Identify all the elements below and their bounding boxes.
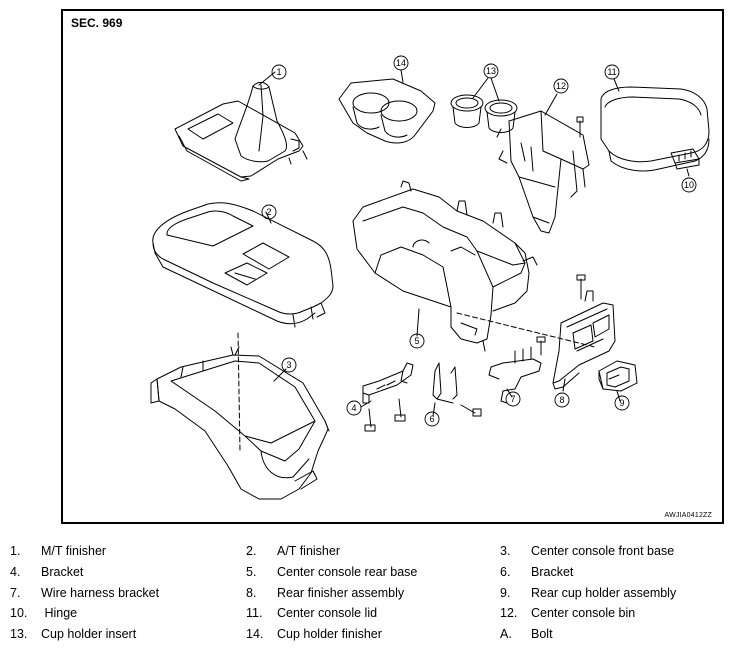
part-rear-cup-holder (598, 360, 638, 392)
legend-number: 12. (500, 606, 518, 621)
legend-text: Center console lid (277, 606, 378, 621)
part-mt-finisher (174, 81, 308, 182)
legend-number: A. (500, 627, 512, 642)
legend-number: 10. (10, 606, 28, 621)
callout-2: 2 (266, 207, 271, 217)
legend-text: Rear cup holder assembly (531, 585, 677, 600)
callout-8: 8 (559, 395, 564, 405)
callout-5: 5 (414, 336, 419, 346)
legend-row: 7. Wire harness bracket 8. Rear finisher… (10, 586, 730, 607)
legend-number: 13. (10, 627, 28, 642)
legend-number: 9. (500, 585, 511, 600)
legend-row: 13. Cup holder insert 14. Cup holder fin… (10, 627, 730, 648)
legend-number: 6. (500, 564, 511, 579)
section-label: SEC. 969 (71, 16, 123, 30)
callout-3: 3 (286, 360, 291, 370)
part-rear-finisher (552, 290, 616, 390)
part-cup-holder-inserts (450, 94, 518, 133)
legend-text: Cup holder insert (41, 627, 137, 642)
legend-row: 4. Bracket 5. Center console rear base 6… (10, 565, 730, 586)
legend-number: 7. (10, 585, 21, 600)
legend-text: Center console rear base (277, 564, 418, 579)
legend-row: 1. M/T finisher 2. A/T finisher 3. Cente… (10, 544, 730, 565)
callout-6: 6 (429, 414, 434, 424)
part-cup-holder-finisher (338, 78, 436, 144)
callout-1: 1 (276, 67, 281, 77)
callout-12: 12 (556, 81, 566, 91)
part-console-bin (496, 110, 590, 234)
bolt-a-front (536, 336, 546, 356)
part-wire-harness-bracket (488, 346, 542, 404)
legend-text: Rear finisher assembly (277, 585, 405, 600)
bolts-bracket-4 (364, 398, 406, 432)
legend-text: Center console bin (531, 606, 636, 621)
callout-4: 4 (351, 403, 356, 413)
callout-markers (261, 55, 697, 427)
legend-number: 8. (246, 585, 257, 600)
callout-10: 10 (684, 180, 694, 190)
legend-text: Hinge (41, 606, 78, 621)
part-at-finisher (152, 202, 334, 328)
part-rear-base (352, 180, 538, 352)
legend-number: 4. (10, 564, 21, 579)
callout-9: 9 (619, 398, 624, 408)
part-bracket-4 (362, 362, 414, 404)
legend-number: 14. (246, 627, 264, 642)
bolt-a-bin (576, 116, 584, 138)
legend-number: 5. (246, 564, 257, 579)
diagram-art: 1 2 3 4 5 6 7 8 9 10 11 12 13 14 (150, 55, 710, 500)
figure-code: AWJIA0412ZZ (664, 512, 712, 519)
callout-7: 7 (510, 394, 515, 404)
legend-number: 2. (246, 544, 257, 558)
legend-text: Bracket (41, 564, 84, 579)
callout-14: 14 (396, 58, 406, 68)
callout-13: 13 (486, 66, 496, 76)
callout-11: 11 (607, 67, 616, 77)
part-hinge (670, 148, 700, 170)
bolt-a-rear (576, 274, 586, 300)
legend-text: Bracket (531, 564, 574, 579)
legend-text: Bolt (531, 627, 553, 642)
legend-text: Wire harness bracket (41, 585, 160, 600)
legend-text: M/T finisher (41, 544, 107, 558)
bolt-bracket-6 (460, 404, 482, 417)
legend-number: 1. (10, 544, 21, 558)
part-console-lid (600, 86, 710, 172)
legend-row: 10. Hinge 11. Center console lid 12. Cen… (10, 606, 730, 627)
legend-text: A/T finisher (277, 544, 340, 558)
exploded-view-diagram: SEC. 969 (61, 9, 724, 524)
part-bracket-6 (432, 362, 458, 404)
legend-number: 11. (246, 606, 263, 621)
legend-number: 3. (500, 544, 511, 558)
legend-text: Cup holder finisher (277, 627, 382, 642)
parts-legend: 1. M/T finisher 2. A/T finisher 3. Cente… (10, 544, 730, 648)
part-front-base (150, 346, 330, 500)
legend-text: Center console front base (531, 544, 675, 558)
